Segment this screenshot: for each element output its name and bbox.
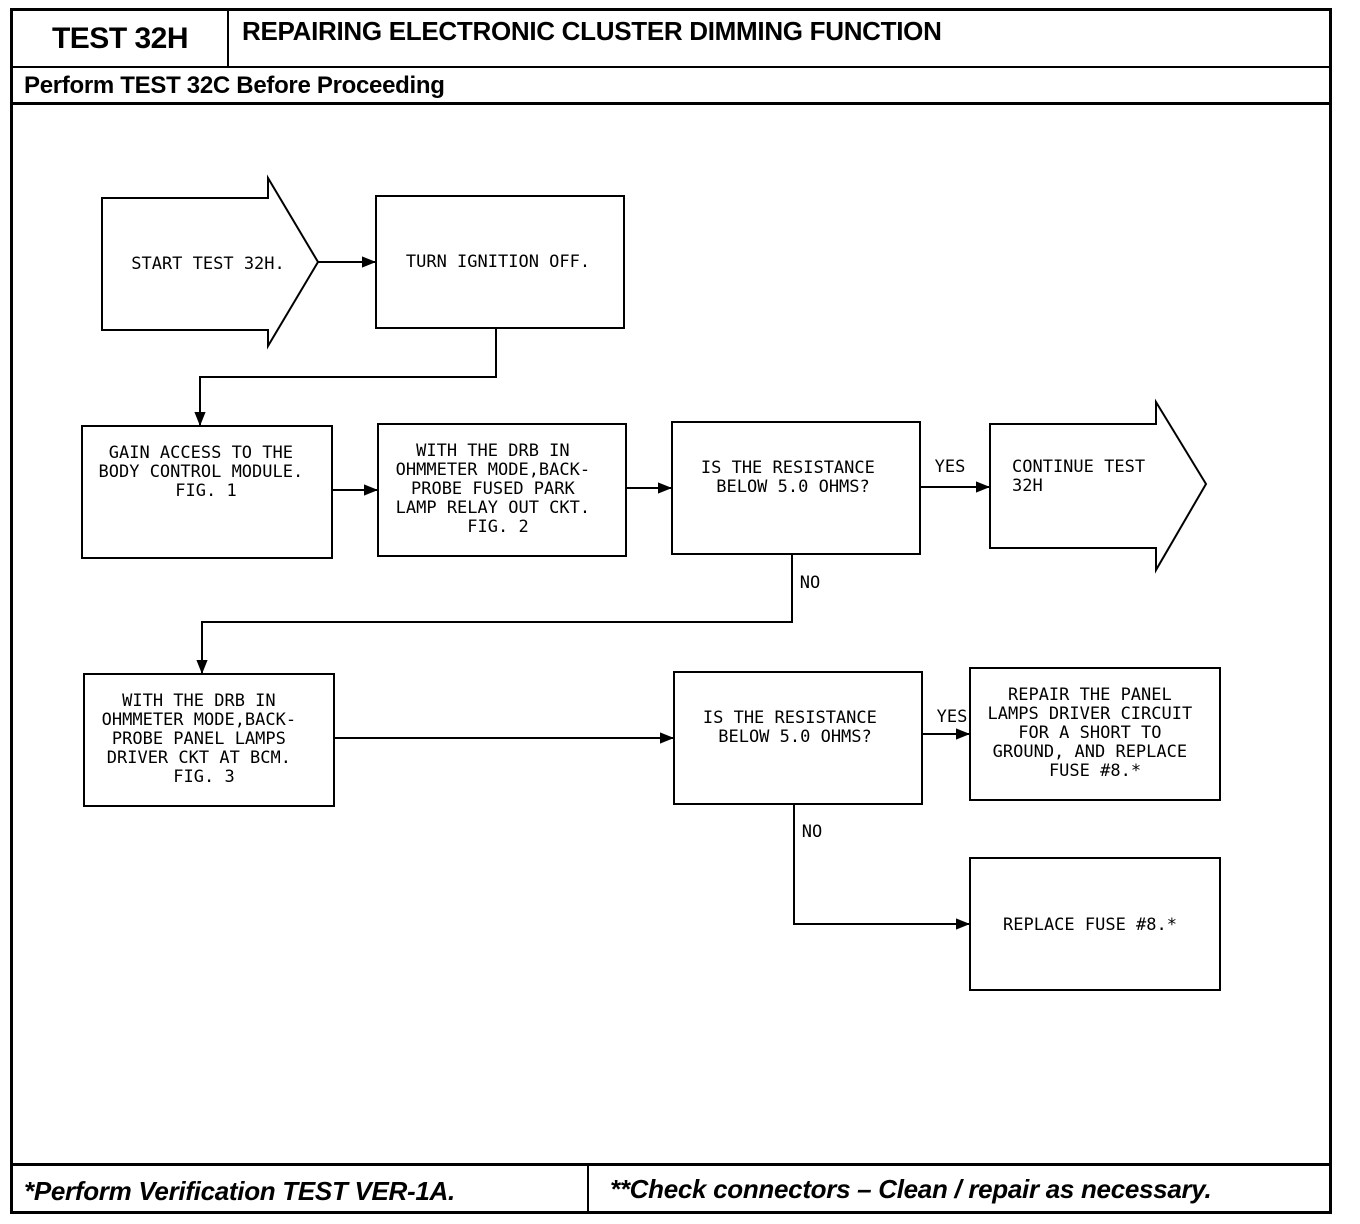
connector-ignition-access (194, 328, 497, 426)
page-title: REPAIRING ELECTRONIC CLUSTER DIMMING FUN… (242, 16, 942, 46)
test-id: TEST 32H (13, 11, 229, 66)
gain-access-label: GAIN ACCESS TO THE BODY CONTROL MODULE. … (99, 443, 314, 501)
footer-connector-note: **Check connectors – Clean / repair as n… (610, 1174, 1212, 1204)
start-arrow-shape (101, 174, 320, 350)
yes-label-2: YES (937, 707, 968, 727)
header-divider-bottom (13, 102, 1329, 105)
replace-fuse-label: REPLACE FUSE #8.* (1003, 915, 1177, 935)
repair-panel-label: REPAIR THE PANEL LAMPS DRIVER CIRCUIT FO… (988, 685, 1203, 781)
no-label-1: NO (800, 573, 820, 593)
header-divider (13, 66, 1329, 68)
probe-panel-box (83, 673, 335, 807)
start-label: START TEST 32H. (131, 254, 285, 274)
gain-access-box (81, 425, 333, 559)
decision-2-label: IS THE RESISTANCE BELOW 5.0 OHMS? (703, 708, 887, 747)
page-frame (10, 8, 1332, 1214)
connector-decision1-panel (196, 554, 793, 674)
decision-1-label: IS THE RESISTANCE BELOW 5.0 OHMS? (701, 458, 885, 497)
yes-label-1: YES (935, 457, 966, 477)
continue-test-label: CONTINUE TEST 32H (1012, 457, 1155, 496)
no-label-2: NO (802, 822, 822, 842)
ignition-off-label: TURN IGNITION OFF. (406, 252, 590, 272)
footer-divider (13, 1163, 1329, 1166)
prerequisite-note: Perform TEST 32C Before Proceeding (24, 72, 445, 99)
footer-verification-note: *Perform Verification TEST VER-1A. (24, 1176, 455, 1206)
probe-park-label: WITH THE DRB IN OHMMETER MODE,BACK- PROB… (396, 441, 601, 537)
probe-panel-label: WITH THE DRB IN OHMMETER MODE,BACK- PROB… (102, 691, 307, 787)
footer-column-divider (587, 1166, 589, 1211)
continue-arrow-shape (989, 398, 1208, 574)
connector-decision2-replace (793, 804, 970, 930)
